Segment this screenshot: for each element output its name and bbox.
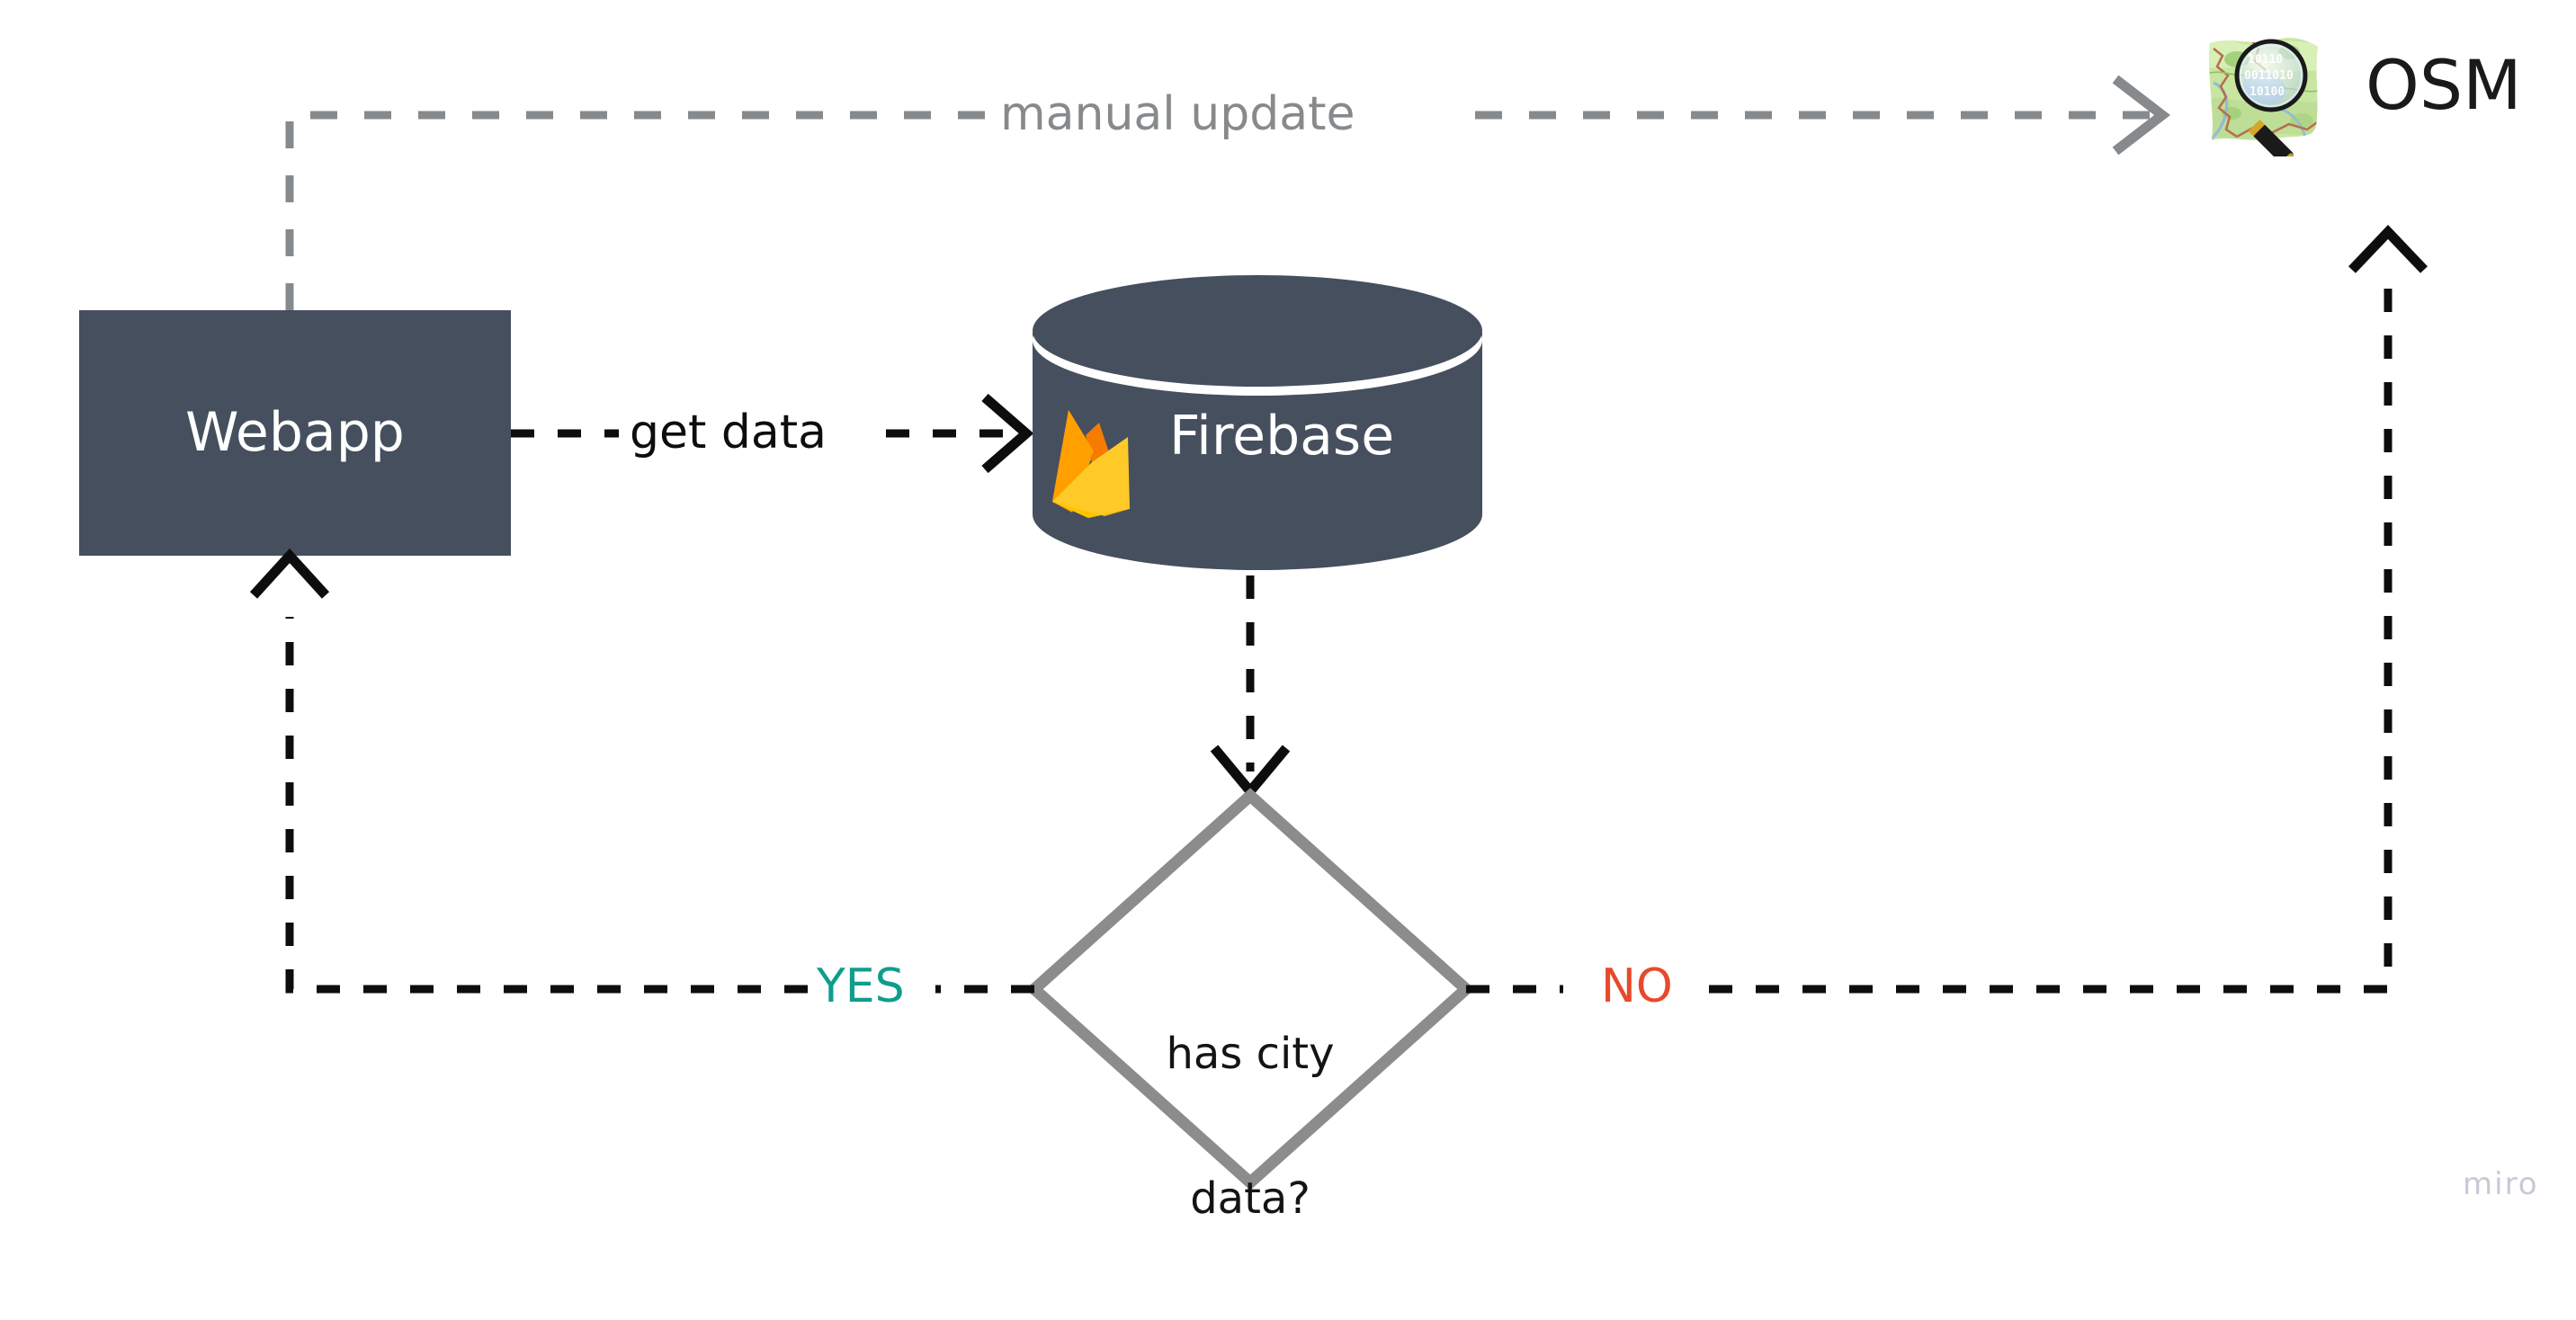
decision-label-line2: data? bbox=[1190, 1173, 1310, 1224]
webapp-label: Webapp bbox=[185, 400, 405, 464]
edge-label-yes: YES bbox=[817, 959, 905, 1013]
svg-text:10110: 10110 bbox=[2248, 53, 2283, 67]
magnifier-lens: 10110 0011010 10100 bbox=[2234, 39, 2308, 112]
edge-label-no: NO bbox=[1601, 959, 1673, 1013]
node-firebase[interactable] bbox=[1033, 275, 1482, 570]
edge-firebase-to-decision[interactable] bbox=[1210, 575, 1291, 799]
edge-manual-update[interactable] bbox=[285, 75, 2171, 310]
edge-get-data[interactable] bbox=[511, 393, 1034, 474]
firebase-label: Firebase bbox=[1169, 405, 1395, 468]
decision-label-line1: has city bbox=[1166, 1028, 1335, 1079]
edge-no[interactable] bbox=[1466, 225, 2428, 994]
diagram-canvas: 10110 0011010 10100 Webapp Firebase manu… bbox=[79, 20, 2539, 1223]
edge-yes[interactable] bbox=[249, 548, 1034, 994]
decision-label: has city data? bbox=[1070, 933, 1430, 1320]
miro-watermark: miro bbox=[2463, 1166, 2539, 1202]
connectors-layer bbox=[79, 75, 2428, 1191]
osm-label: OSM bbox=[2366, 45, 2522, 125]
firebase-flame-icon bbox=[1042, 396, 1140, 522]
edge-label-manual-update: manual update bbox=[1000, 87, 1355, 141]
node-decision[interactable] bbox=[1025, 788, 1475, 1191]
osm-map-magnifier-icon: 10110 0011010 10100 bbox=[2196, 20, 2332, 165]
node-webapp[interactable] bbox=[79, 310, 511, 556]
svg-text:0011010: 0011010 bbox=[2244, 69, 2294, 83]
svg-text:10100: 10100 bbox=[2250, 85, 2285, 99]
edge-label-get-data: get data bbox=[630, 406, 827, 459]
